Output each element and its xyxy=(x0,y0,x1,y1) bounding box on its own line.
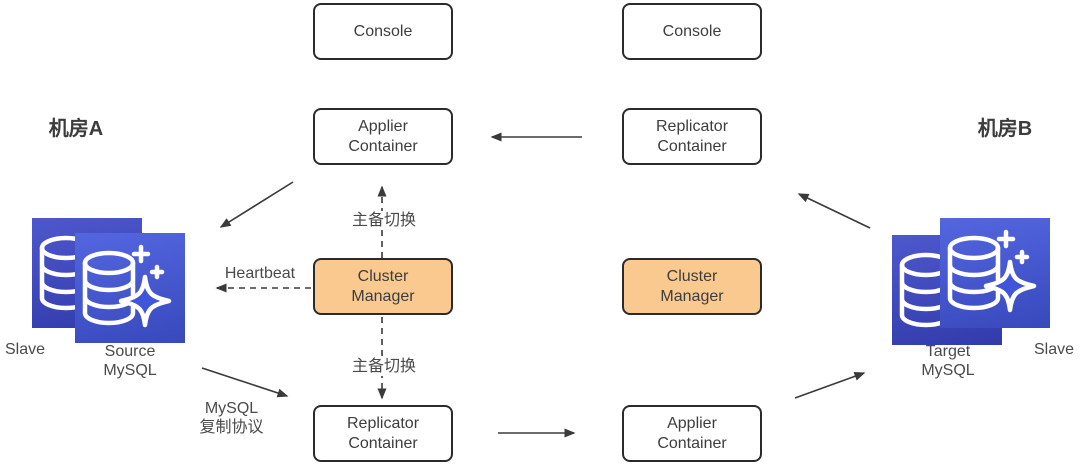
node-console-b-label: Console xyxy=(662,22,722,40)
slave-b-label: Slave xyxy=(1033,341,1075,358)
target-mysql-label: Target MySQL xyxy=(903,342,993,380)
mysql-protocol-line1: MySQL xyxy=(204,400,259,417)
node-replicator-b-line1: Replicator xyxy=(655,117,729,135)
node-applier-a-line2: Container xyxy=(348,137,418,155)
node-cluster-manager-b: Cluster Manager xyxy=(622,258,762,315)
node-console-a: Console xyxy=(313,3,453,60)
node-applier-container-a: Applier Container xyxy=(313,108,453,165)
mysql-protocol-label: MySQL 复制协议 xyxy=(179,399,284,437)
source-mysql-label: Source MySQL xyxy=(85,342,175,380)
arrow-source-mysql-to-replicator-a xyxy=(201,367,289,398)
node-applier-b-line2: Container xyxy=(657,434,727,452)
node-replicator-container-b: Replicator Container xyxy=(622,108,762,165)
node-cluster-b-line1: Cluster xyxy=(666,267,718,285)
failover-bottom-label: 主备切换 xyxy=(334,357,434,376)
arrow-applier-a-to-source-mysql xyxy=(219,181,294,228)
node-console-a-label: Console xyxy=(353,22,413,40)
heartbeat-label: Heartbeat xyxy=(210,264,310,283)
node-replicator-a-line2: Container xyxy=(348,434,418,452)
slave-a-label: Slave xyxy=(4,341,46,358)
source-mysql-line2: MySQL xyxy=(103,362,157,379)
arrow-target-mysql-to-replicator-b xyxy=(797,193,871,229)
mysql-protocol-line2: 复制协议 xyxy=(199,419,264,436)
zone-b-label: 机房B xyxy=(977,118,1033,140)
node-cluster-b-line2: Manager xyxy=(660,287,724,305)
node-cluster-manager-a: Cluster Manager xyxy=(313,258,453,315)
source-mysql-database-sparkle-icon xyxy=(75,233,185,343)
node-replicator-b-line2: Container xyxy=(657,137,727,155)
node-cluster-a-line1: Cluster xyxy=(357,267,409,285)
node-console-b: Console xyxy=(622,3,762,60)
node-applier-container-b: Applier Container xyxy=(622,405,762,462)
target-mysql-line2: MySQL xyxy=(921,362,975,379)
node-replicator-a-line1: Replicator xyxy=(346,414,420,432)
node-applier-b-line1: Applier xyxy=(667,414,717,432)
node-cluster-a-line2: Manager xyxy=(351,287,415,305)
node-applier-a-line1: Applier xyxy=(358,117,408,135)
zone-a-label: 机房A xyxy=(48,118,104,140)
node-replicator-container-a: Replicator Container xyxy=(313,405,453,462)
slave-b-database-sparkle-icon xyxy=(940,218,1050,328)
source-mysql-line1: Source xyxy=(104,343,156,360)
failover-top-label: 主备切换 xyxy=(334,211,434,230)
target-mysql-line1: Target xyxy=(925,343,971,360)
arrow-applier-b-to-target-mysql xyxy=(794,372,866,399)
